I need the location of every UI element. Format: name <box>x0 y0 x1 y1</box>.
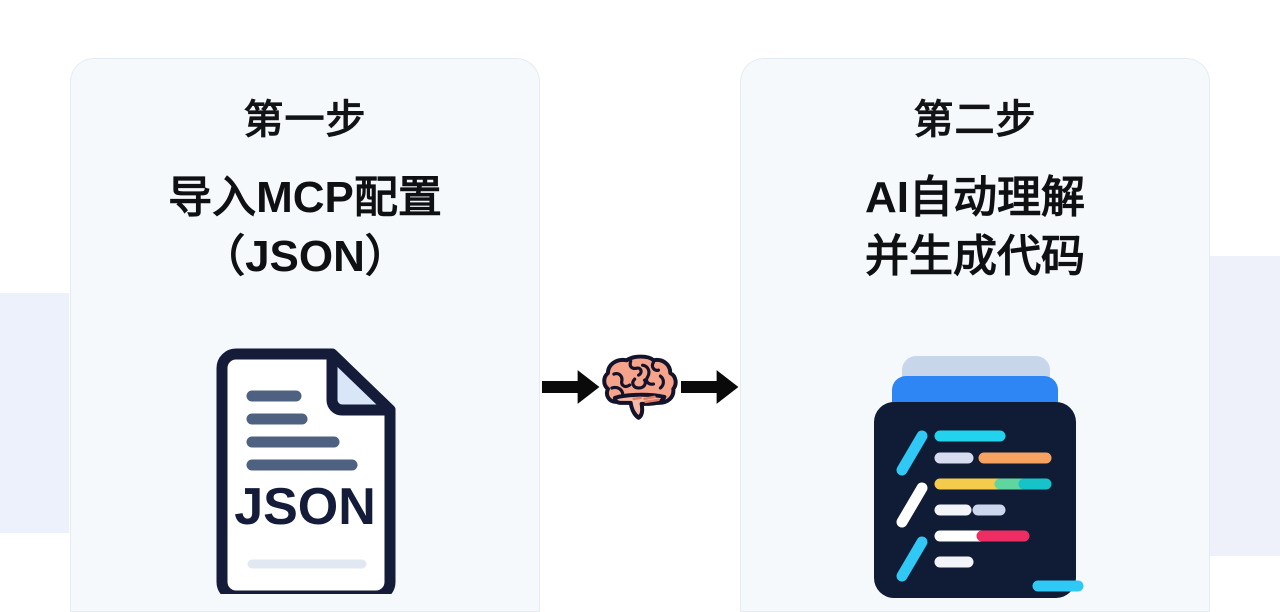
step-1-icon-well: JSON <box>70 346 540 594</box>
code-lines <box>934 430 1084 592</box>
step-1-title: 导入MCP配置 （JSON） <box>168 168 442 287</box>
step-card-1: 第一步 导入MCP配置 （JSON） <box>70 58 540 612</box>
arrow-right-icon-left <box>541 370 600 404</box>
flow-connector <box>540 352 740 422</box>
json-filetype-text: JSON <box>234 478 376 536</box>
json-file-icon: JSON <box>216 348 396 594</box>
arrow-right-icon-right <box>680 370 739 404</box>
step-2-title-line-1: AI自动理解 <box>865 173 1085 222</box>
background-accent-panel-right <box>1209 256 1280 556</box>
background-accent-panel-left <box>0 293 69 533</box>
brain-icon <box>602 354 679 420</box>
step-2-label: 第二步 <box>913 98 1037 142</box>
code-editor-icon <box>874 356 1084 598</box>
step-2-title: AI自动理解 并生成代码 <box>865 168 1085 287</box>
step-card-2: 第二步 AI自动理解 并生成代码 <box>740 58 1210 612</box>
step-1-title-line-1: 导入MCP配置 <box>168 173 442 222</box>
step-2-icon-well <box>740 354 1210 602</box>
step-1-title-line-2: （JSON） <box>201 232 409 282</box>
code-editor-body <box>874 402 1076 598</box>
step-1-label: 第一步 <box>243 98 367 142</box>
step-2-title-line-2: 并生成代码 <box>865 232 1085 282</box>
code-slashes <box>896 430 928 582</box>
